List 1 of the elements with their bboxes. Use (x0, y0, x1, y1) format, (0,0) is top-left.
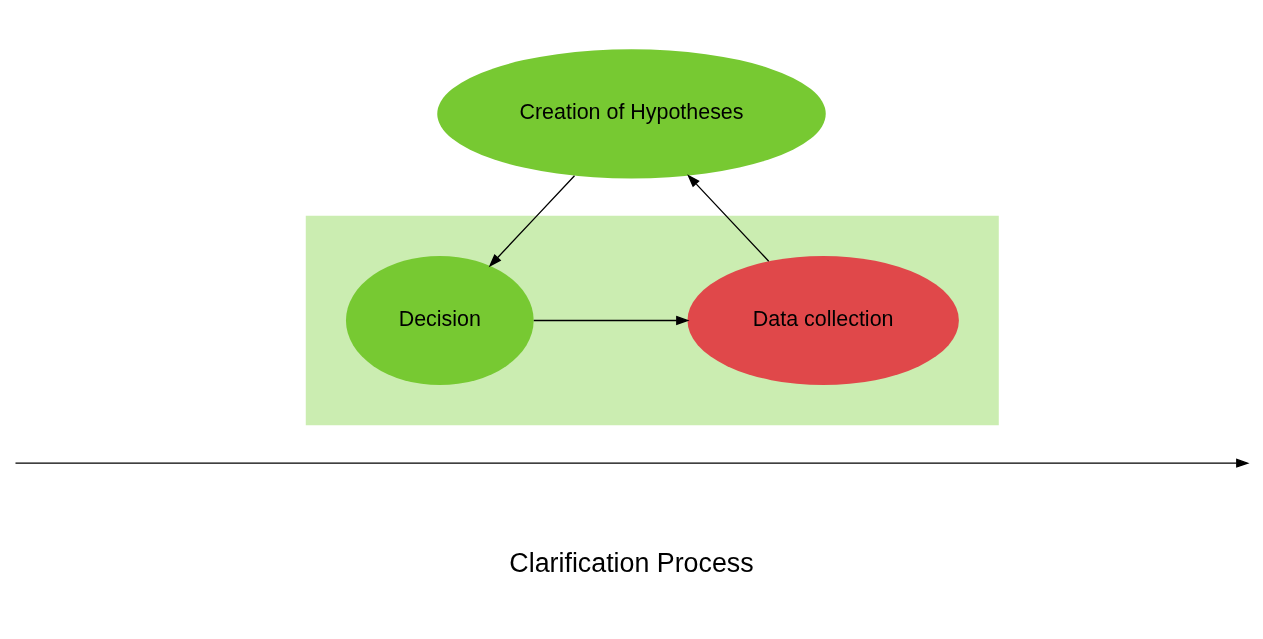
label: Clarification Process (509, 548, 754, 579)
